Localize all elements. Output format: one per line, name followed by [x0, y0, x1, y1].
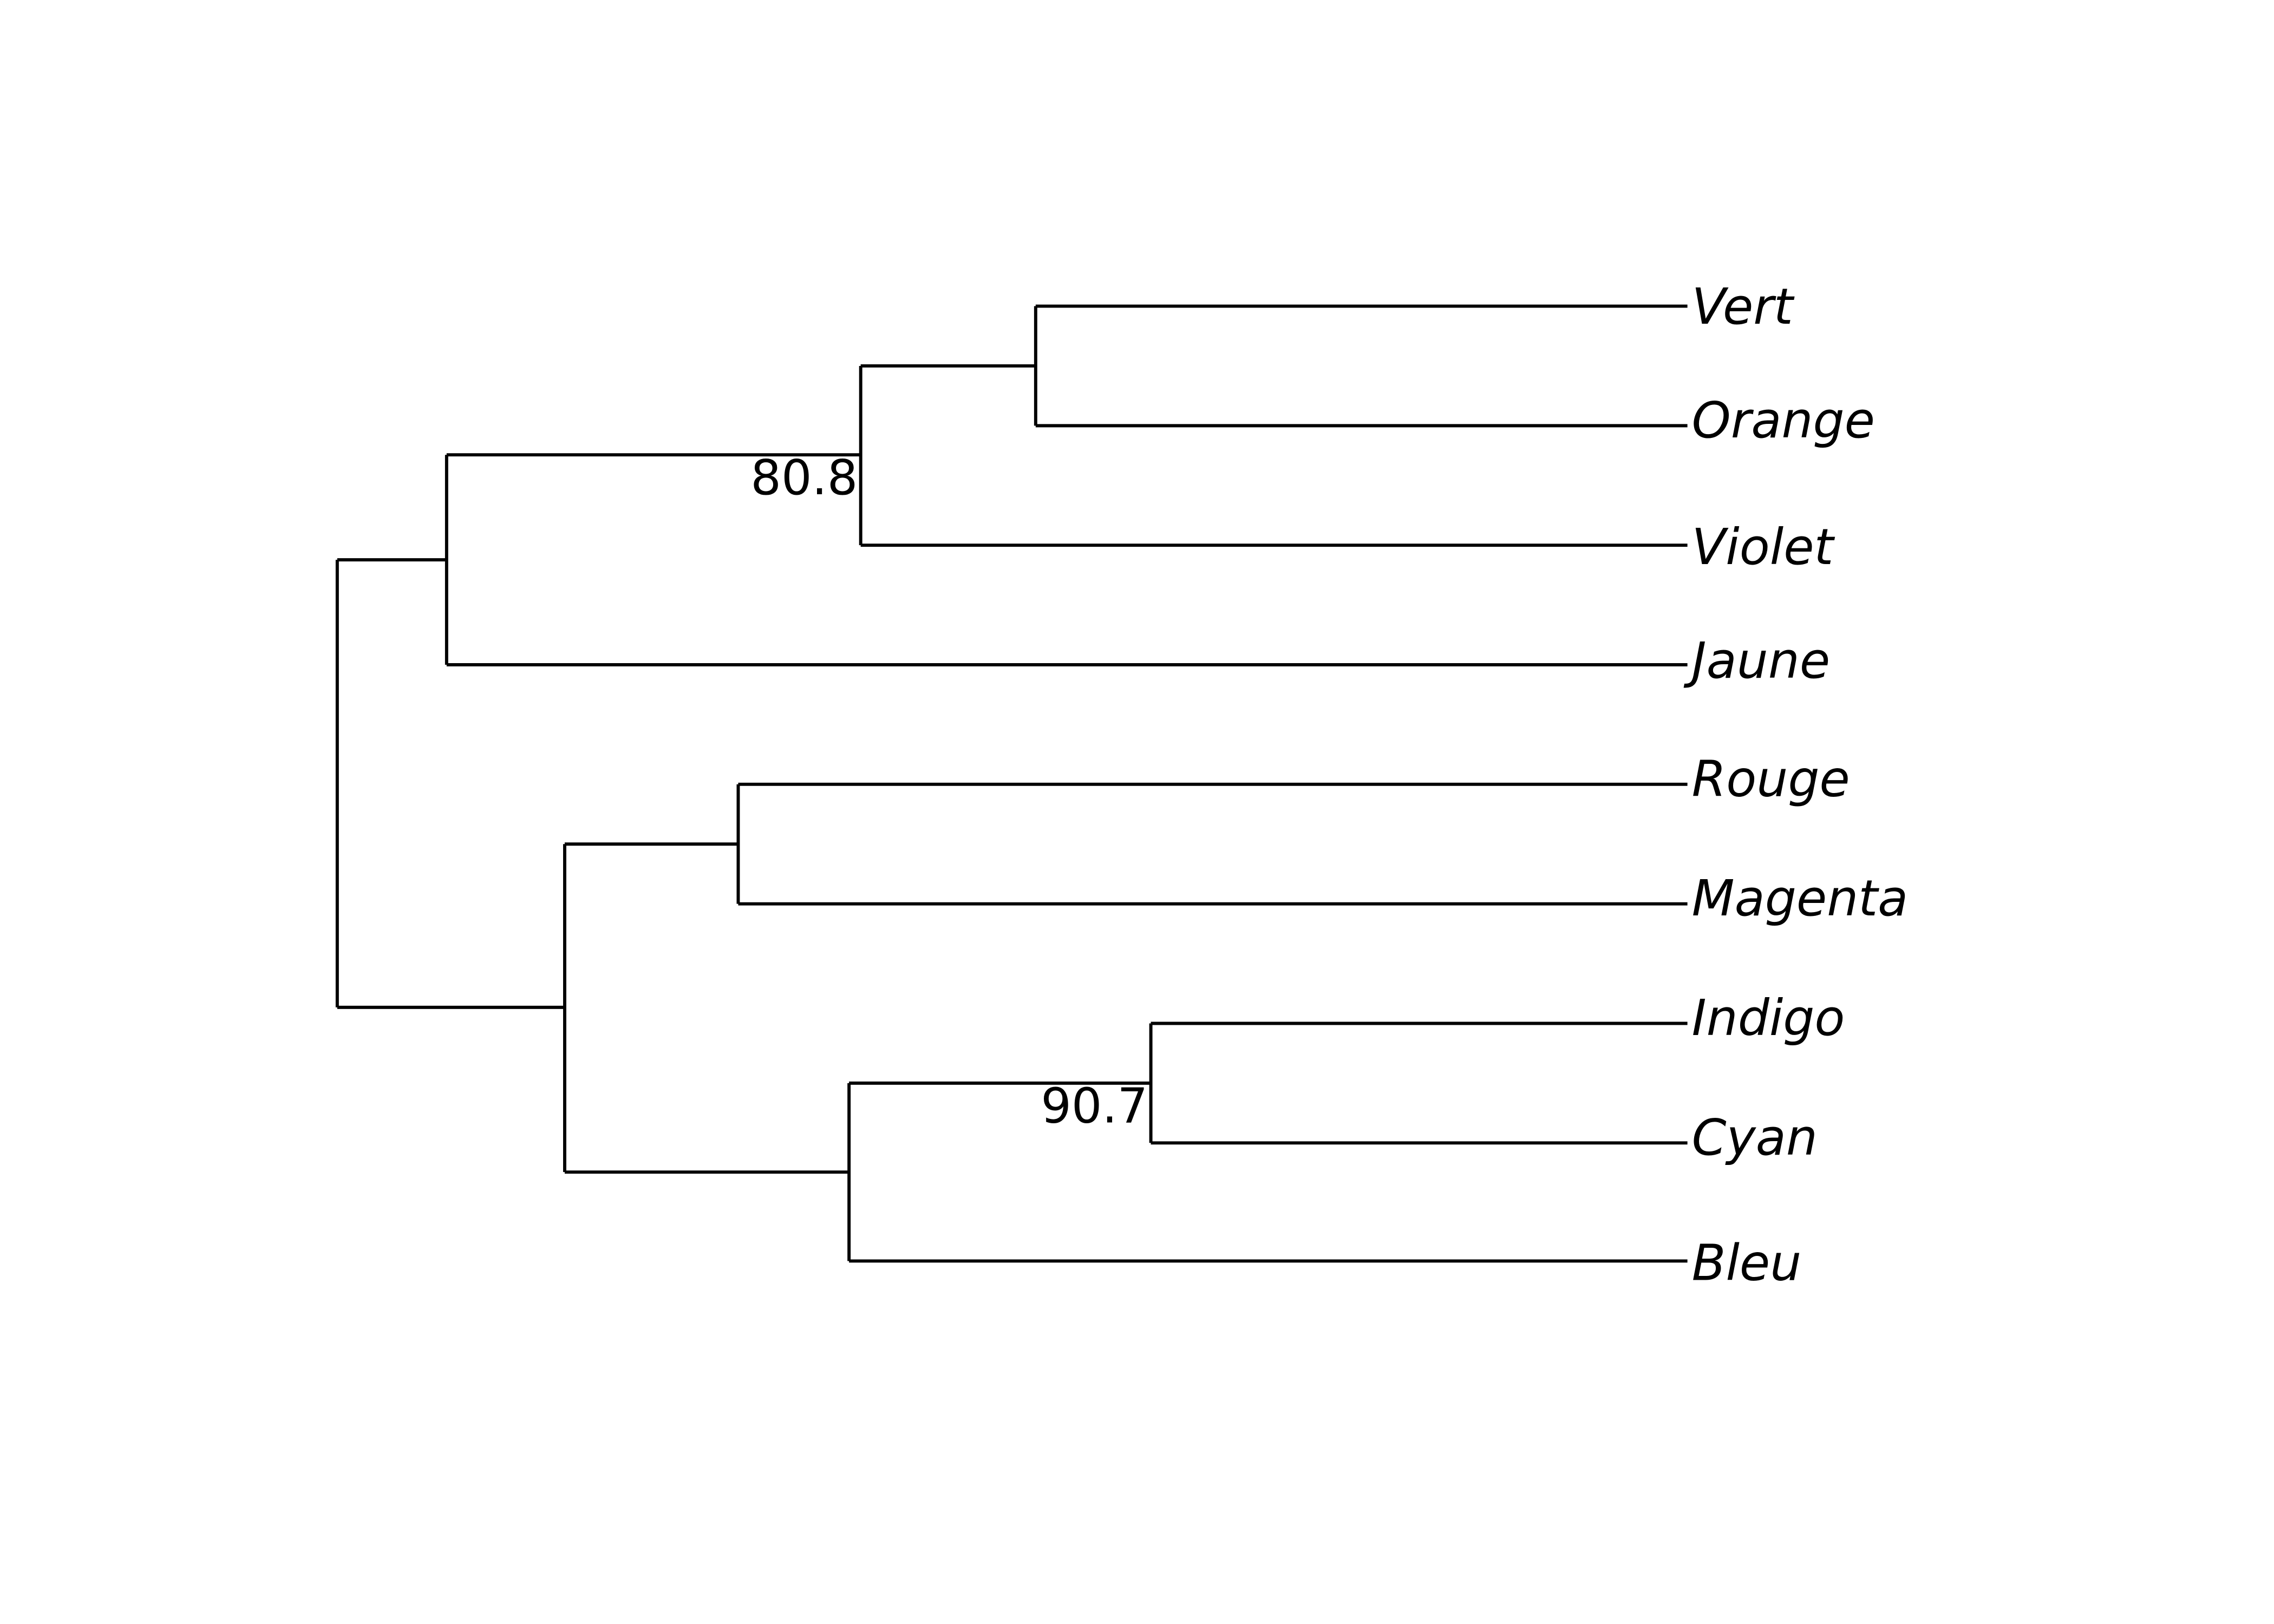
branches — [335, 304, 1688, 1263]
tip-label-orange: Orange — [1692, 391, 1875, 449]
tip-label-rouge: Rouge — [1692, 750, 1850, 808]
tip-label-violet: Violet — [1692, 518, 1835, 576]
tip-label-vert: Vert — [1692, 278, 1795, 336]
tip-label-jaune: Jaune — [1683, 632, 1830, 690]
tip-label-bleu: Bleu — [1692, 1234, 1802, 1292]
support-label-80-8: 80.8 — [750, 450, 858, 506]
support-label-90-7: 90.7 — [1041, 1078, 1148, 1134]
tip-label-magenta: Magenta — [1692, 869, 1909, 927]
tip-label-indigo: Indigo — [1692, 989, 1845, 1047]
tip-label-cyan: Cyan — [1692, 1109, 1818, 1167]
tip-labels: Vert Orange Violet Jaune Rouge Magenta I… — [1683, 278, 1909, 1292]
